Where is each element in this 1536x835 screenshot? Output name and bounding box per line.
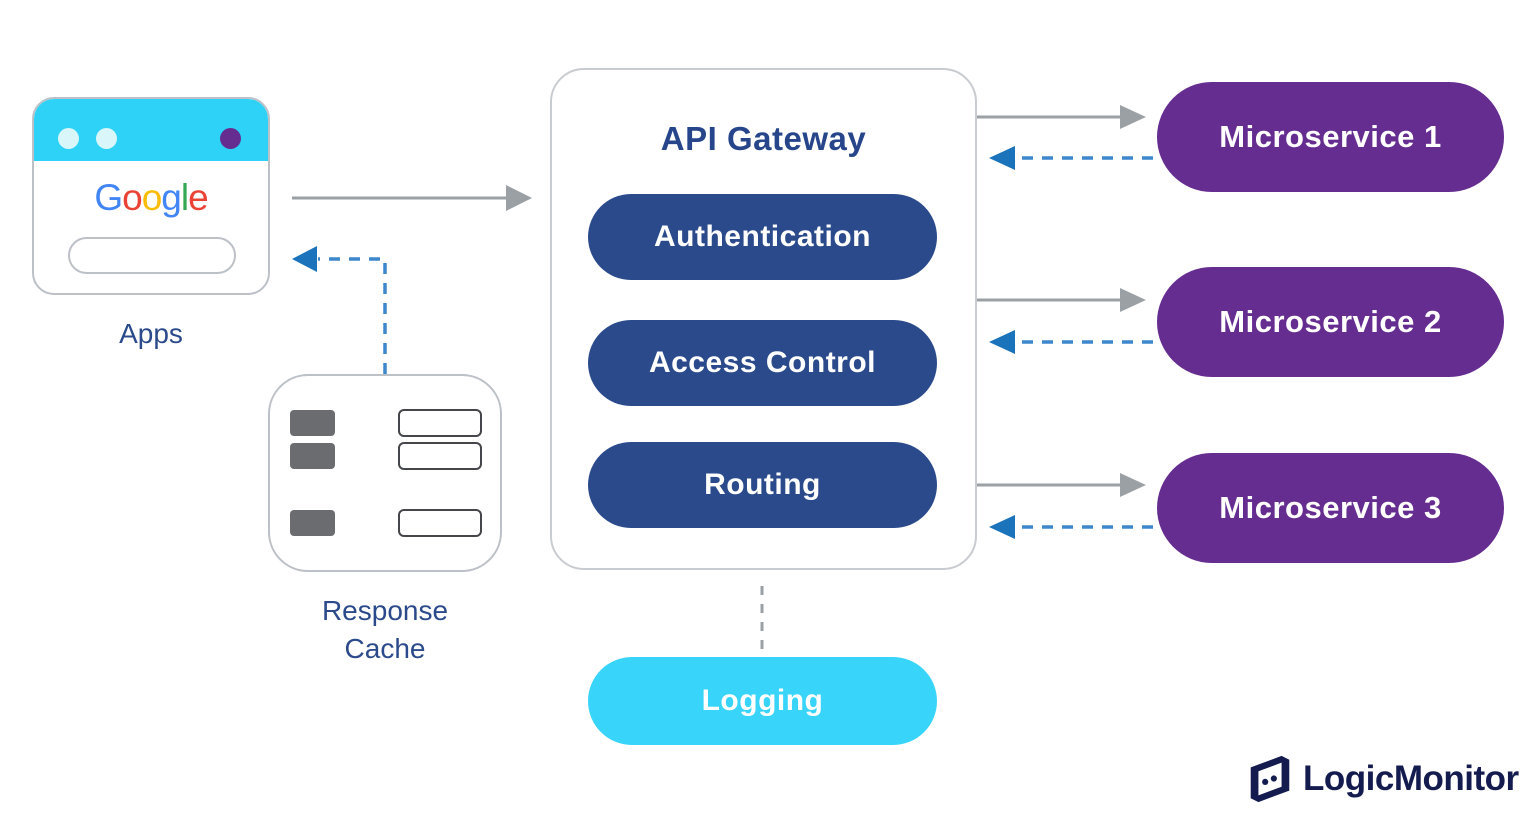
apps-label: Apps — [119, 318, 183, 349]
window-control-dot — [96, 128, 117, 149]
cache-value-block — [398, 442, 482, 470]
api-gateway-title: API Gateway — [660, 120, 867, 157]
response-cache-label-line1: Response — [321, 595, 449, 626]
logicmonitor-logo: LogicMonitor — [1243, 750, 1519, 808]
microservice-3-to-gateway-dashed-arrow — [989, 515, 1153, 539]
logicmonitor-wordmark: LogicMonitor — [1303, 759, 1519, 798]
logging-pill: Logging — [588, 657, 937, 745]
gateway-to-microservice-3-arrow — [976, 473, 1146, 497]
google-logo-letter: o — [141, 177, 163, 218]
cache-value-block — [398, 409, 482, 437]
microservice-2-pill: Microservice 2 — [1157, 267, 1504, 377]
apps-to-gateway-arrow — [292, 185, 532, 211]
routing-pill: Routing — [588, 442, 937, 528]
microservice-2-to-gateway-dashed-arrow — [989, 330, 1153, 354]
microservice-1-to-gateway-dashed-arrow — [989, 146, 1153, 170]
access-control-pill: Access Control — [588, 320, 937, 406]
cache-key-block — [290, 443, 335, 469]
cache-key-block — [290, 410, 335, 436]
google-logo: Google — [34, 177, 268, 219]
cache-to-apps-dashed-arrow — [292, 246, 387, 374]
response-cache-label-line2: Cache — [344, 633, 426, 664]
browser-titlebar — [34, 99, 268, 161]
google-logo-letter: o — [122, 177, 143, 218]
microservice-3-pill: Microservice 3 — [1157, 453, 1504, 563]
google-logo-letter: G — [94, 177, 123, 218]
google-logo-letter: l — [180, 177, 189, 218]
window-control-dot — [58, 128, 79, 149]
response-cache-box — [268, 374, 502, 572]
apps-browser-window: Google — [32, 97, 270, 295]
cache-key-block — [290, 510, 335, 536]
search-input — [68, 237, 236, 274]
authentication-pill: Authentication — [588, 194, 937, 280]
google-logo-letter: e — [188, 177, 209, 218]
microservice-1-pill: Microservice 1 — [1157, 82, 1504, 192]
cache-value-block — [398, 509, 482, 537]
window-control-dot — [220, 128, 241, 149]
google-logo-letter: g — [161, 177, 182, 218]
response-cache-label: Response Cache — [268, 592, 502, 668]
gateway-to-microservice-2-arrow — [976, 288, 1146, 312]
logicmonitor-icon — [1250, 755, 1290, 803]
gateway-to-microservice-1-arrow — [976, 105, 1146, 129]
